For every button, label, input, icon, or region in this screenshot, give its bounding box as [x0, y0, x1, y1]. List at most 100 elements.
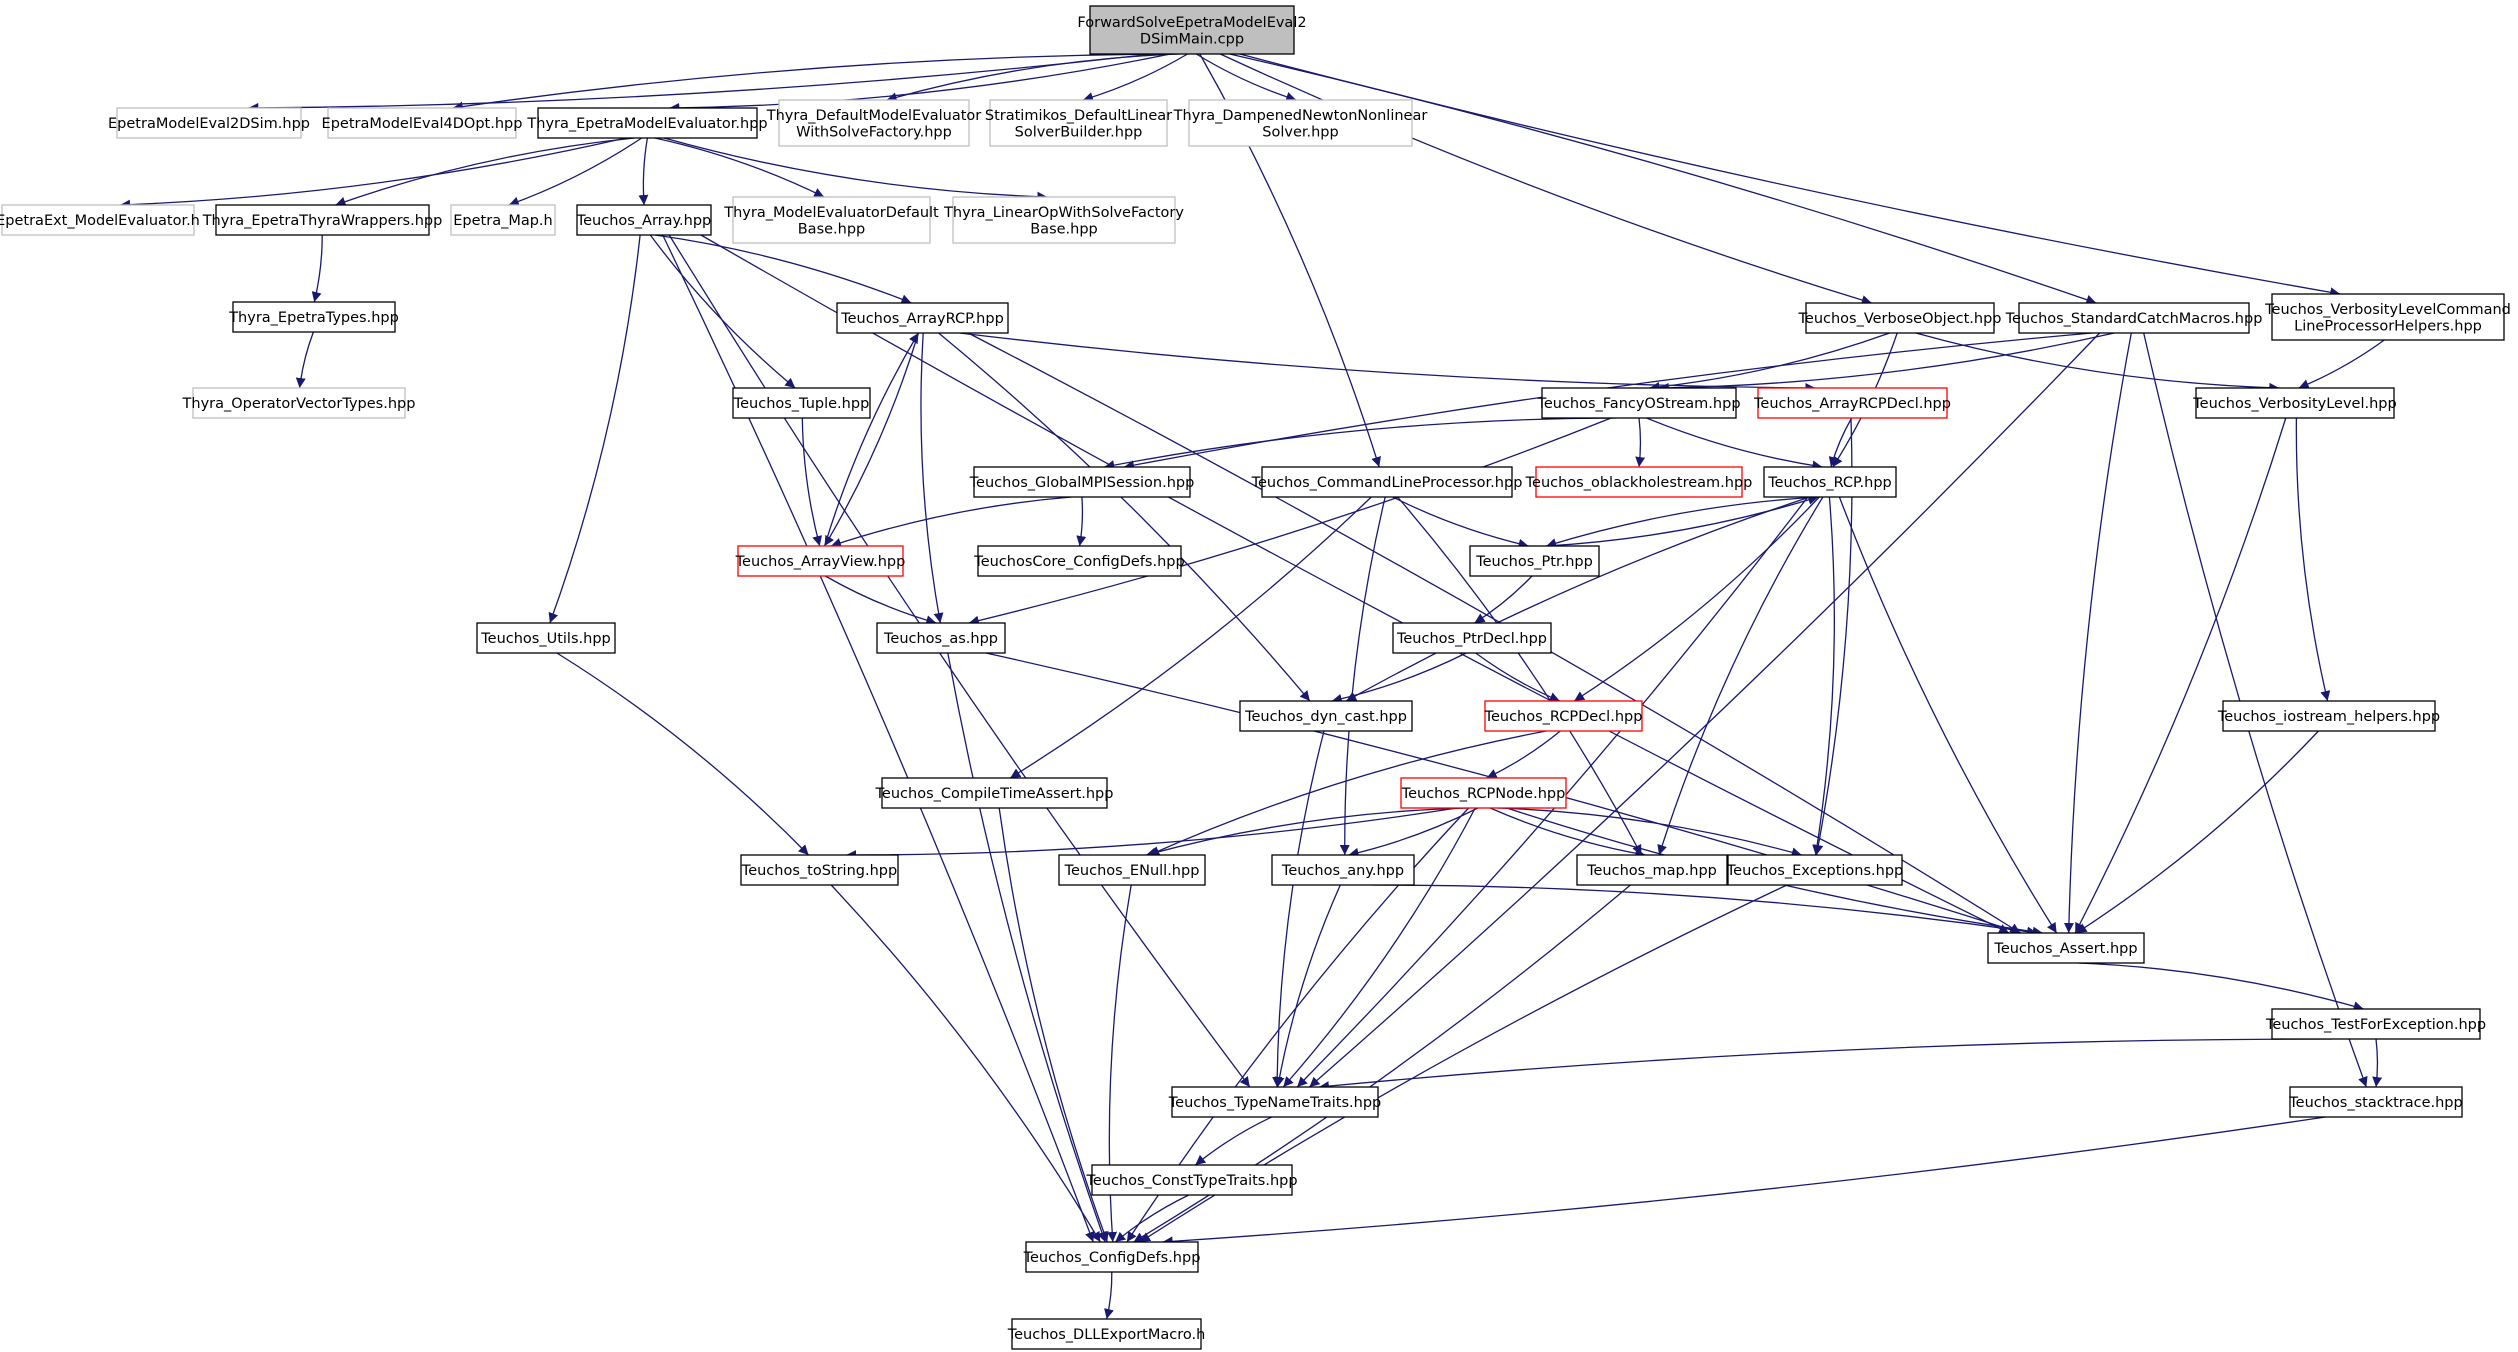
- node-teuchos-dllexport-macro[interactable]: Teuchos_DLLExportMacro.h: [1007, 1318, 1206, 1350]
- edge-root-to-stratimikos-default-linear-solver-builder: [1082, 53, 1188, 102]
- edge-thyra-epetra-model-evaluator-to-thyra-linear-op-with-solve-factory-base: [664, 137, 1048, 202]
- node-box: [1987, 932, 2145, 964]
- node-box: [2271, 1008, 2481, 1040]
- node-teuchos-array-rcpdecl[interactable]: Teuchos_ArrayRCPDecl.hpp: [1753, 387, 1951, 419]
- node-label: Base.hpp: [1030, 221, 1098, 237]
- edge-teuchos-utils-to-teuchos-to-string: [556, 652, 810, 856]
- node-label: Teuchos_ConfigDefs.hpp: [1023, 1250, 1201, 1266]
- node-box: [973, 466, 1191, 498]
- node-teuchos-command-line-processor[interactable]: Teuchos_CommandLineProcessor.hpp: [1251, 466, 1523, 498]
- node-label: Teuchos_FancyOStream.hpp: [1536, 396, 1740, 412]
- node-teuchos-rcpdecl[interactable]: Teuchos_RCPDecl.hpp: [1484, 700, 1643, 732]
- edge-teuchos-to-string-to-teuchos-config-defs: [830, 884, 1101, 1243]
- node-label: Teuchos_ConstTypeTraits.hpp: [1085, 1173, 1297, 1189]
- node-teuchos-stacktrace[interactable]: Teuchos_stacktrace.hpp: [2288, 1086, 2463, 1118]
- node-teuchos-compile-time-assert[interactable]: Teuchos_CompileTimeAssert.hpp: [875, 777, 1114, 809]
- node-box: [2018, 302, 2250, 334]
- edge-teuchos-rcpnode-to-teuchos-exceptions: [1496, 807, 1802, 858]
- node-teuchos-exceptions[interactable]: Teuchos_Exceptions.hpp: [1726, 854, 1903, 886]
- node-teuchos-standard-catch-macros[interactable]: Teuchos_StandardCatchMacros.hpp: [2005, 302, 2263, 334]
- node-epetra-ext-model-evaluator: EpetraExt_ModelEvaluator.h: [0, 204, 200, 236]
- node-label: Teuchos_ENull.hpp: [1064, 863, 1200, 879]
- edge-teuchos-rcpdecl-to-teuchos-enull: [1149, 730, 1547, 856]
- node-label: Teuchos_Assert.hpp: [1993, 941, 2137, 957]
- node-label: Thyra_DampenedNewtonNonlinear: [1173, 108, 1428, 124]
- edge-teuchos-rcp-to-teuchos-ptr: [1546, 496, 1819, 548]
- edge-teuchos-rcpnode-to-teuchos-map: [1489, 807, 1646, 859]
- node-label: EpetraModelEval4DOpt.hpp: [322, 116, 523, 132]
- node-teuchos-assert[interactable]: Teuchos_Assert.hpp: [1987, 932, 2145, 964]
- node-epetra-map: Epetra_Map.h: [450, 204, 556, 236]
- node-teuchos-verbosity-level-command-line-processor-helpers[interactable]: Teuchos_VerbosityLevelCommandLineProcess…: [2264, 293, 2511, 341]
- node-stratimikos-default-linear-solver-builder: Stratimikos_DefaultLinearSolverBuilder.h…: [985, 99, 1172, 147]
- edge-teuchos-array-to-teuchos-type-name-traits: [668, 234, 1251, 1088]
- node-label: Teuchos_TestForException.hpp: [2265, 1017, 2486, 1033]
- node-box: [476, 622, 616, 654]
- node-teuchos-array[interactable]: Teuchos_Array.hpp: [576, 204, 712, 236]
- edge-teuchos-test-for-exception-to-teuchos-stacktrace: [2372, 1038, 2383, 1088]
- node-teuchos-utils[interactable]: Teuchos_Utils.hpp: [476, 622, 616, 654]
- node-label: DSimMain.cpp: [1140, 31, 1244, 47]
- node-teuchos-enull[interactable]: Teuchos_ENull.hpp: [1058, 854, 1206, 886]
- node-box: [2271, 293, 2505, 341]
- edge-teuchos-array-rcp-to-teuchos-array-rcpdecl: [959, 332, 1816, 393]
- node-teuchos-global-mpisession[interactable]: Teuchos_GlobalMPISession.hpp: [969, 466, 1195, 498]
- node-teuchos-map[interactable]: Teuchos_map.hpp: [1576, 854, 1728, 886]
- edge-teuchos-verbosity-level-command-line-processor-helpers-to-teuchos-verbosity-level: [2298, 339, 2385, 389]
- node-teuchos-type-name-traits[interactable]: Teuchos_TypeNameTraits.hpp: [1168, 1086, 1381, 1118]
- node-teuchos-verbose-object[interactable]: Teuchos_VerboseObject.hpp: [1798, 302, 2002, 334]
- node-teuchos-oblackholestream[interactable]: Teuchos_oblackholestream.hpp: [1525, 466, 1753, 498]
- edge-teuchos-rcp-to-teuchos-rcpdecl: [1573, 496, 1820, 702]
- node-teuchos-test-for-exception[interactable]: Teuchos_TestForException.hpp: [2265, 1008, 2486, 1040]
- node-label: Teuchos_RCPDecl.hpp: [1484, 709, 1643, 725]
- edge-thyra-epetra-types-to-thyra-operator-vector-types: [295, 331, 315, 389]
- node-teuchos-rcp[interactable]: Teuchos_RCP.hpp: [1763, 466, 1897, 498]
- node-teuchos-iostream-helpers[interactable]: Teuchos_iostream_helpers.hpp: [2217, 700, 2440, 732]
- node-teuchos-config-defs[interactable]: Teuchos_ConfigDefs.hpp: [1023, 1241, 1201, 1273]
- node-teuchos-array-rcp[interactable]: Teuchos_ArrayRCP.hpp: [836, 302, 1009, 334]
- node-teuchos-as[interactable]: Teuchos_as.hpp: [876, 622, 1006, 654]
- node-teuchos-ptr[interactable]: Teuchos_Ptr.hpp: [1469, 545, 1600, 577]
- node-box: [1261, 466, 1513, 498]
- node-teuchos-ptr-decl[interactable]: Teuchos_PtrDecl.hpp: [1392, 622, 1552, 654]
- edge-teuchos-verbosity-level-to-teuchos-iostream-helpers: [2295, 417, 2331, 702]
- node-teuchos-fancy-ostream[interactable]: Teuchos_FancyOStream.hpp: [1536, 387, 1741, 419]
- node-teuchos-any[interactable]: Teuchos_any.hpp: [1271, 854, 1415, 886]
- edge-root-to-teuchos-standard-catch-macros: [1229, 53, 2097, 305]
- edge-teuchos-fancy-ostream-to-teuchos-global-mpisession: [1104, 417, 1617, 471]
- edge-teuchos-fancy-ostream-to-teuchos-rcp: [1646, 417, 1823, 471]
- edge-teuchos-ptr-to-teuchos-ptr-decl: [1474, 575, 1533, 624]
- edge-root-to-teuchos-verbosity-level-command-line-processor-helpers: [1239, 53, 2341, 298]
- edge-teuchos-compile-time-assert-to-teuchos-config-defs: [998, 807, 1109, 1243]
- node-label: Teuchos_CommandLineProcessor.hpp: [1251, 475, 1523, 491]
- node-thyra-epetra-model-evaluator[interactable]: Thyra_EpetraModelEvaluator.hpp: [526, 107, 768, 139]
- node-label: Stratimikos_DefaultLinear: [985, 108, 1172, 124]
- node-box: [1727, 854, 1903, 886]
- node-box: [537, 107, 758, 139]
- edge-teuchos-command-line-processor-to-teuchos-map: [1397, 496, 1642, 856]
- node-teuchos-core-config-defs[interactable]: TeuchosCore_ConfigDefs.hpp: [973, 545, 1185, 577]
- edge-teuchos-iostream-helpers-to-teuchos-assert: [2076, 730, 2319, 934]
- node-teuchos-dyn-cast[interactable]: Teuchos_dyn_cast.hpp: [1239, 700, 1413, 732]
- node-thyra-epetra-thyra-wrappers[interactable]: Thyra_EpetraThyraWrappers.hpp: [202, 204, 443, 236]
- node-label: Solver.hpp: [1262, 124, 1338, 140]
- node-label: Teuchos_as.hpp: [883, 631, 998, 647]
- node-epetra-model-eval2-dsim: EpetraModelEval2DSim.hpp: [108, 107, 310, 139]
- node-box: [1392, 622, 1552, 654]
- node-thyra-epetra-types[interactable]: Thyra_EpetraTypes.hpp: [228, 301, 399, 333]
- node-teuchos-rcpnode[interactable]: Teuchos_RCPNode.hpp: [1400, 777, 1567, 809]
- node-teuchos-verbosity-level[interactable]: Teuchos_VerbosityLevel.hpp: [2192, 387, 2397, 419]
- node-teuchos-to-string[interactable]: Teuchos_toString.hpp: [740, 854, 899, 886]
- node-label: Teuchos_ArrayRCP.hpp: [840, 311, 1004, 327]
- node-teuchos-const-type-traits[interactable]: Teuchos_ConstTypeTraits.hpp: [1085, 1164, 1298, 1196]
- edge-root-to-thyra-epetra-model-evaluator: [669, 53, 1171, 113]
- node-teuchos-array-view[interactable]: Teuchos_ArrayView.hpp: [735, 545, 906, 577]
- node-teuchos-tuple[interactable]: Teuchos_Tuple.hpp: [732, 387, 871, 419]
- edge-teuchos-rcpnode-to-teuchos-any: [1348, 807, 1479, 858]
- node-box: [327, 107, 517, 139]
- edge-teuchos-rcp-to-teuchos-dyn-cast: [1345, 496, 1811, 702]
- node-box: [1541, 387, 1737, 419]
- edge-teuchos-array-to-teuchos-tuple: [649, 234, 796, 389]
